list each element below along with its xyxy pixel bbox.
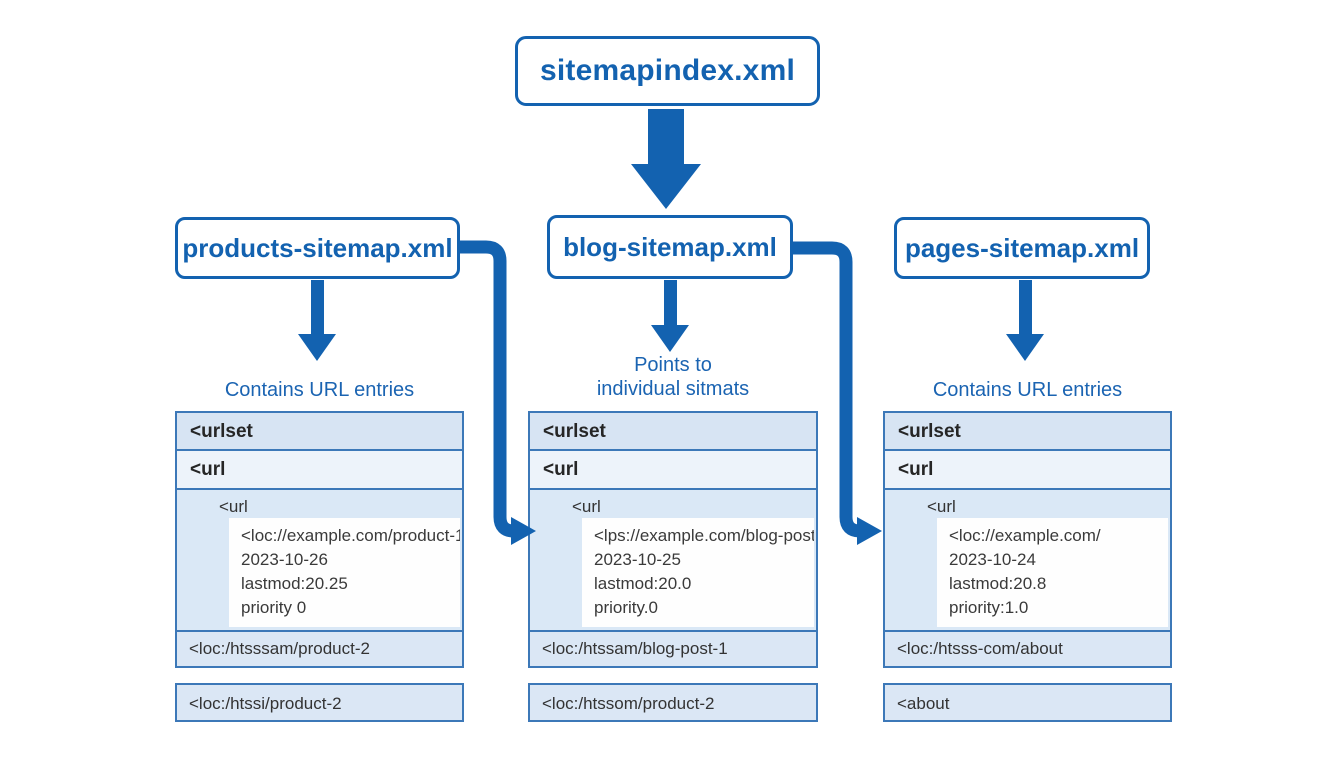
detail-priority: priority.0 (594, 598, 658, 617)
column-blog: blog-sitemap.xml Points to individual si… (528, 0, 818, 768)
panel-nested-section: <url <lps://example.com/blog-post-1 2023… (530, 490, 816, 632)
panel-row-loc: <loc:/htsss-com/about (885, 632, 1170, 666)
node-sitemapindex: sitemapindex.xml (515, 36, 820, 106)
nested-url-label: <url (927, 497, 956, 516)
extra-loc-box: <loc:/htssom/product-2 (528, 683, 818, 722)
node-products-sitemap: products-sitemap.xml (175, 217, 460, 279)
column-products: products-sitemap.xml Contains URL entrie… (175, 0, 464, 768)
panel-row-urlset: <urlset (885, 413, 1170, 451)
detail-date: 2023-10-24 (949, 550, 1036, 569)
url-detail-card: <lps://example.com/blog-post-1 2023-10-2… (582, 518, 814, 627)
down-arrow-head-icon (1006, 334, 1044, 361)
caption-line: Points to (634, 354, 712, 376)
big-down-arrow-head-icon (631, 164, 701, 209)
file-label: products-sitemap.xml (182, 232, 453, 263)
extra-loc-box: <about (883, 683, 1172, 722)
big-down-arrow-icon (648, 109, 684, 165)
down-arrow-head-icon (298, 334, 336, 361)
connector-arrowhead-icon (857, 517, 882, 545)
caption: Contains URL entries (883, 378, 1172, 402)
xml-panel-products: <urlset <url <url <loc://example.com/pro… (175, 411, 464, 668)
column-pages: pages-sitemap.xml Contains URL entries <… (883, 0, 1172, 768)
panel-row-loc: <loc:/htsssam/product-2 (177, 632, 462, 666)
caption-line: Contains URL entries (224, 379, 415, 401)
down-arrow-icon (1019, 280, 1032, 334)
detail-loc: <loc://example.com/product-1 (241, 526, 460, 545)
root-node-label: sitemapindex.xml (540, 54, 795, 87)
caption: Contains URL entries (175, 378, 464, 402)
detail-priority: priority:1.0 (949, 598, 1029, 617)
panel-row-url: <url (885, 451, 1170, 490)
detail-loc: <loc://example.com/ (949, 526, 1101, 545)
detail-loc: <lps://example.com/blog-post-1 (594, 526, 814, 545)
panel-row-url: <url (530, 451, 816, 490)
xml-panel-pages: <urlset <url <url <loc://example.com/ 20… (883, 411, 1172, 668)
xml-panel-blog: <urlset <url <url <lps://example.com/blo… (528, 411, 818, 668)
panel-nested-section: <url <loc://example.com/product-1 2023-1… (177, 490, 462, 632)
node-pages-sitemap: pages-sitemap.xml (894, 217, 1150, 279)
detail-priority: priority 0 (241, 598, 307, 617)
extra-loc-box: <loc:/htssi/product-2 (175, 683, 464, 722)
caption: Points to individual sitmats (528, 353, 818, 401)
caption-line: Contains URL entries (932, 379, 1123, 401)
url-detail-card: <loc://example.com/product-1 2023-10-26 … (229, 518, 460, 627)
panel-row-urlset: <urlset (177, 413, 462, 451)
down-arrow-head-icon (651, 325, 689, 352)
panel-row-url: <url (177, 451, 462, 490)
node-blog-sitemap: blog-sitemap.xml (547, 215, 793, 279)
detail-date: 2023-10-25 (594, 550, 681, 569)
down-arrow-icon (311, 280, 324, 334)
detail-date: 2023-10-26 (241, 550, 328, 569)
detail-lastmod: lastmod:20.8 (949, 574, 1047, 593)
panel-nested-section: <url <loc://example.com/ 2023-10-24 last… (885, 490, 1170, 632)
detail-lastmod: lastmod:20.0 (594, 574, 692, 593)
file-label: blog-sitemap.xml (563, 231, 777, 262)
url-detail-card: <loc://example.com/ 2023-10-24 lastmod:2… (937, 518, 1168, 627)
down-arrow-icon (664, 280, 677, 325)
panel-row-loc: <loc:/htssam/blog-post-1 (530, 632, 816, 666)
nested-url-label: <url (572, 497, 601, 516)
file-label: pages-sitemap.xml (904, 232, 1140, 263)
nested-url-label: <url (219, 497, 248, 516)
detail-lastmod: lastmod:20.25 (241, 574, 348, 593)
caption-line: individual sitmats (596, 378, 750, 400)
panel-row-urlset: <urlset (530, 413, 816, 451)
connector-products-to-blog-panel (460, 240, 516, 538)
